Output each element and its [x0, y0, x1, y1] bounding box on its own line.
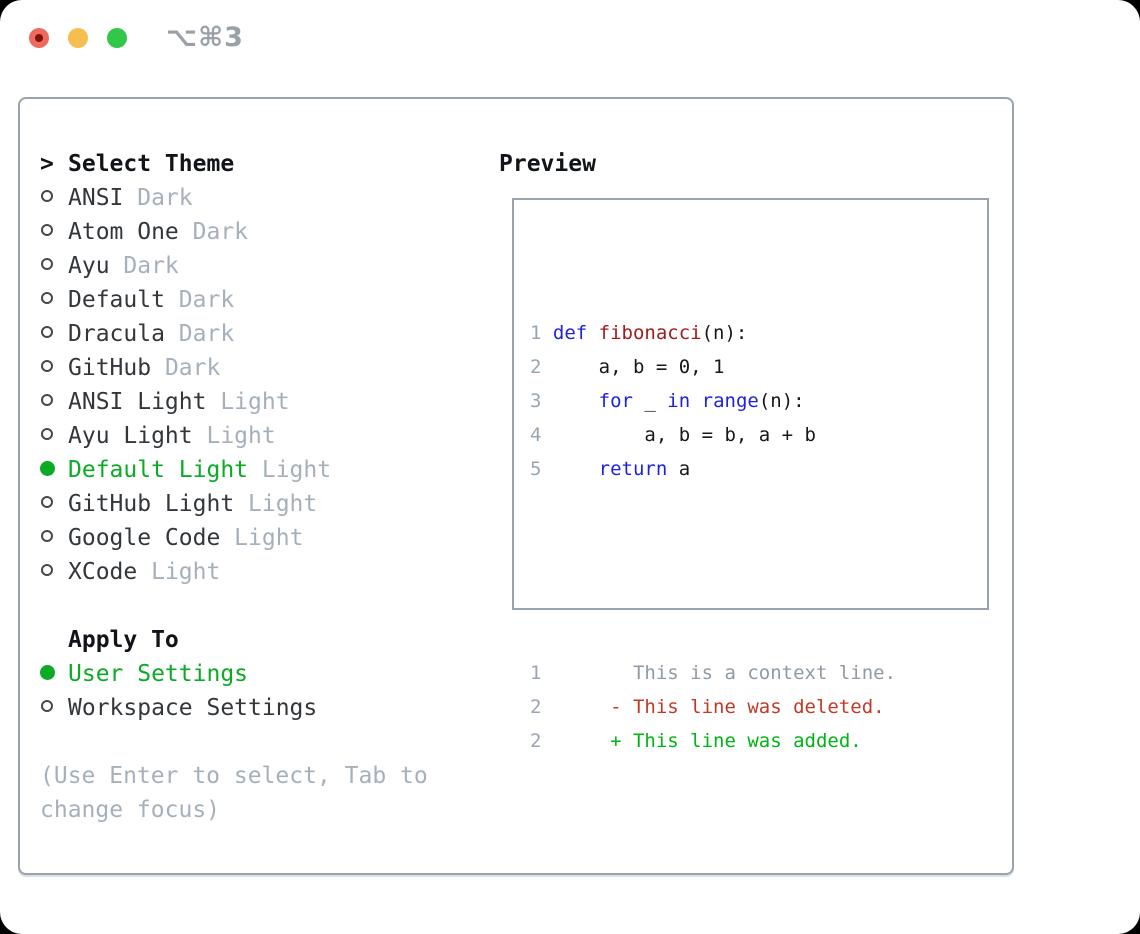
line-number: 1 — [530, 662, 542, 684]
diff-line-context: 1 This is a context line. — [530, 656, 987, 690]
apply-to-header: Apply To — [68, 627, 179, 653]
minimize-button[interactable] — [68, 28, 88, 48]
radio-icon — [41, 224, 53, 236]
option-label: Ayu Light — [68, 423, 193, 449]
line-number: 3 — [530, 390, 542, 412]
theme-option[interactable]: Ayu Dark — [40, 249, 480, 283]
window-shortcut-label: ⌥⌘3 — [166, 22, 244, 53]
select-theme-header: > Select Theme — [40, 147, 480, 181]
theme-option[interactable]: ANSI Light Light — [40, 385, 480, 419]
line-number: 5 — [530, 458, 542, 480]
variant-tag: Dark — [109, 253, 179, 279]
theme-option[interactable]: Default Light Light — [40, 453, 480, 487]
radio-icon — [41, 394, 53, 406]
theme-option[interactable]: ANSI Dark — [40, 181, 480, 215]
preview-header: Preview — [499, 151, 596, 177]
theme-option[interactable]: Atom One Dark — [40, 215, 480, 249]
apply-to-option[interactable]: User Settings — [40, 657, 480, 691]
code-line: 5 return a — [530, 452, 987, 486]
line-number: 2 — [530, 356, 542, 378]
radio-icon — [41, 190, 53, 202]
radio-icon — [41, 564, 53, 576]
radio-icon — [41, 428, 53, 440]
option-label: ANSI Light — [68, 389, 207, 415]
radio-icon — [41, 530, 53, 542]
option-label: Atom One — [68, 219, 179, 245]
variant-tag: Light — [234, 491, 318, 517]
radio-icon — [41, 326, 53, 338]
variant-tag: Light — [220, 525, 304, 551]
variant-tag: Dark — [178, 219, 249, 245]
variant-tag: Dark — [164, 287, 235, 313]
option-label: ANSI — [68, 185, 124, 211]
option-label: GitHub Light — [68, 491, 235, 517]
zoom-button[interactable] — [107, 28, 127, 48]
theme-option[interactable]: XCode Light — [40, 555, 480, 589]
radio-selected-icon — [40, 665, 55, 680]
theme-option[interactable]: GitHub Light Light — [40, 487, 480, 521]
option-label: Ayu — [68, 253, 110, 279]
radio-icon — [41, 700, 53, 712]
variant-tag: Light — [192, 423, 276, 449]
diff-line-added: 2 + This line was added. — [530, 724, 987, 758]
radio-icon — [41, 360, 53, 372]
code-line: 3 for _ in range(n): — [530, 384, 987, 418]
focus-caret-icon: > — [40, 151, 54, 177]
line-number: 4 — [530, 424, 542, 446]
line-number: 1 — [530, 322, 542, 344]
option-label: XCode — [68, 559, 138, 585]
help-text: (Use Enter to select, Tab to change focu… — [40, 763, 428, 823]
theme-option[interactable]: GitHub Dark — [40, 351, 480, 385]
option-label: GitHub — [68, 355, 152, 381]
theme-option[interactable]: Dracula Dark — [40, 317, 480, 351]
close-button[interactable] — [29, 28, 49, 48]
diff-line-deleted: 2 - This line was deleted. — [530, 690, 987, 724]
diff-preview: 1 This is a context line.2 - This line w… — [530, 656, 987, 758]
blank-line — [530, 554, 987, 588]
option-label: Default Light — [68, 457, 249, 483]
select-theme-header-label: Select Theme — [68, 151, 235, 177]
apply-to-option[interactable]: Workspace Settings — [40, 691, 480, 725]
line-number: 2 — [530, 730, 542, 752]
theme-option[interactable]: Default Dark — [40, 283, 480, 317]
option-label: Dracula — [68, 321, 165, 347]
radio-icon — [41, 258, 53, 270]
option-label: Workspace Settings — [68, 695, 318, 721]
radio-selected-icon — [40, 461, 55, 476]
traffic-lights — [29, 28, 127, 48]
theme-option[interactable]: Ayu Light Light — [40, 419, 480, 453]
variant-tag: Light — [137, 559, 221, 585]
line-number: 2 — [530, 696, 542, 718]
variant-tag: Dark — [164, 321, 235, 347]
code-line: 4 a, b = b, a + b — [530, 418, 987, 452]
option-label: User Settings — [68, 661, 249, 687]
radio-icon — [41, 292, 53, 304]
theme-option[interactable]: Google Code Light — [40, 521, 480, 555]
option-label: Default — [68, 287, 165, 313]
radio-icon — [41, 496, 53, 508]
code-line: 2 a, b = 0, 1 — [530, 350, 987, 384]
option-label: Google Code — [68, 525, 221, 551]
variant-tag: Dark — [151, 355, 221, 381]
unsaved-indicator-dot — [35, 34, 43, 42]
variant-tag: Light — [206, 389, 290, 415]
variant-tag: Light — [248, 457, 332, 483]
variant-tag: Dark — [123, 185, 193, 211]
